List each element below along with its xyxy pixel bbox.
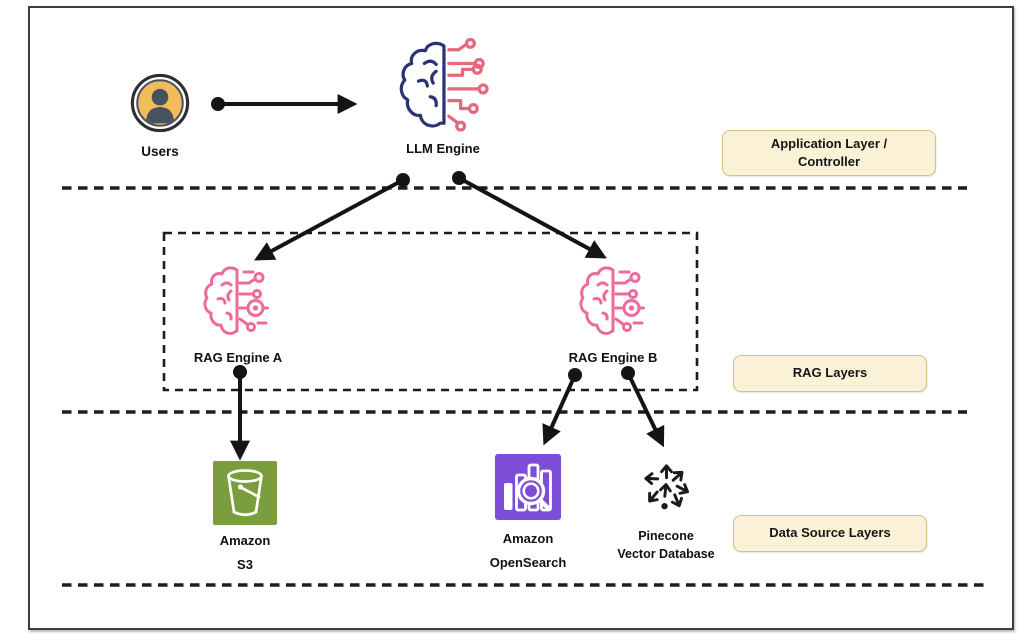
amazon-opensearch-label: Amazon OpenSearch — [462, 527, 594, 575]
user-circle-icon — [130, 73, 190, 133]
diagram-border — [28, 6, 1014, 630]
pinecone-label-line1: Pinecone — [638, 529, 694, 543]
pinecone-label-line2: Vector Database — [617, 547, 715, 561]
s3-bucket-icon — [213, 461, 277, 525]
application-layer-badge-line2: Controller — [797, 154, 861, 169]
rag-layers-badge: RAG Layers — [733, 355, 927, 392]
llm-engine-label: LLM Engine — [406, 141, 480, 156]
pinecone-arrows-icon — [644, 464, 690, 510]
amazon-s3-label-line1: Amazon — [219, 533, 271, 548]
amazon-s3-label-line2: S3 — [237, 557, 253, 572]
rag-engine-b-label: RAG Engine B — [568, 350, 658, 365]
amazon-opensearch-label-line1: Amazon — [502, 531, 554, 546]
application-layer-badge: Application Layer / Controller — [722, 130, 936, 176]
data-source-layers-badge: Data Source Layers — [733, 515, 927, 552]
pinecone-label: Pinecone Vector Database — [596, 527, 736, 563]
brain-circuit-pink-icon — [203, 266, 269, 335]
rag-engine-a-label: RAG Engine A — [193, 350, 283, 365]
data-source-layers-badge-label: Data Source Layers — [769, 525, 891, 541]
opensearch-bars-magnifier-icon — [495, 454, 561, 520]
amazon-s3-label: Amazon S3 — [195, 529, 295, 577]
amazon-opensearch-label-line2: OpenSearch — [489, 555, 567, 570]
users-label: Users — [141, 144, 179, 159]
brain-circuit-icon — [399, 38, 489, 132]
rag-layers-badge-label: RAG Layers — [792, 365, 868, 381]
application-layer-badge-line1: Application Layer / — [770, 135, 888, 151]
brain-circuit-pink-icon — [579, 266, 645, 335]
